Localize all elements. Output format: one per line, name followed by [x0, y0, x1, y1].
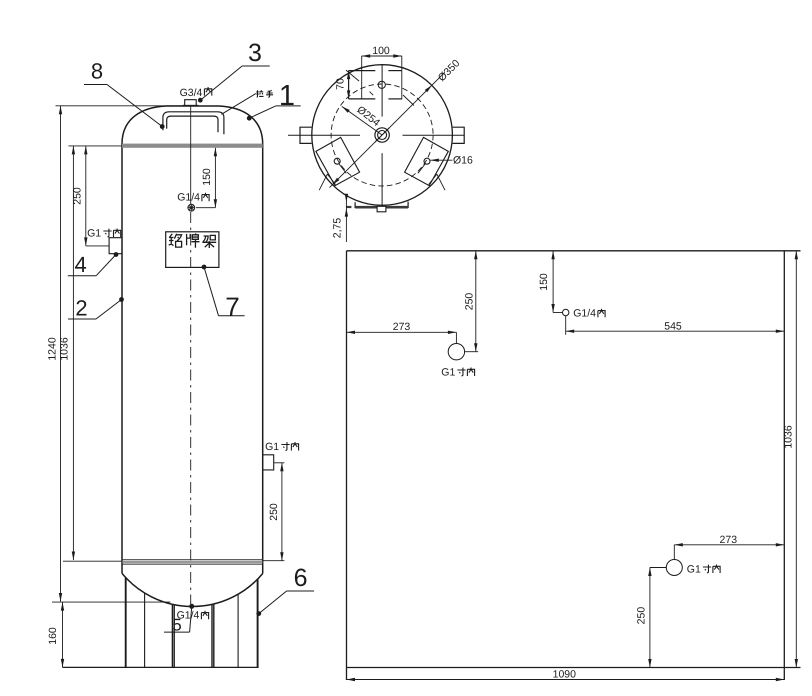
svg-text:100: 100 — [372, 45, 390, 57]
svg-text:1036: 1036 — [59, 337, 71, 361]
svg-text:1240: 1240 — [46, 337, 58, 361]
svg-text:1036: 1036 — [783, 425, 795, 449]
svg-text:Ø16: Ø16 — [453, 155, 473, 167]
svg-text:7: 7 — [225, 292, 239, 322]
svg-text:545: 545 — [664, 321, 682, 333]
svg-text:250: 250 — [72, 187, 84, 205]
svg-text:Ø350: Ø350 — [436, 57, 463, 84]
svg-text:250: 250 — [636, 607, 648, 625]
svg-text:G1: G1 — [687, 564, 701, 576]
svg-text:3: 3 — [248, 39, 262, 67]
svg-text:5: 5 — [172, 616, 181, 635]
svg-text:273: 273 — [393, 321, 411, 333]
svg-text:6: 6 — [294, 564, 308, 592]
svg-text:250: 250 — [268, 503, 280, 521]
svg-text:150: 150 — [201, 168, 213, 186]
svg-text:G1/4: G1/4 — [177, 610, 200, 622]
svg-text:G1: G1 — [441, 367, 455, 379]
svg-text:1090: 1090 — [553, 669, 577, 681]
svg-text:8: 8 — [91, 59, 103, 84]
svg-text:4: 4 — [74, 252, 86, 277]
svg-text:G3/4: G3/4 — [180, 87, 203, 99]
svg-text:250: 250 — [464, 293, 476, 311]
svg-text:160: 160 — [47, 627, 59, 645]
svg-text:G1/4: G1/4 — [573, 308, 596, 320]
svg-text:273: 273 — [720, 534, 738, 546]
svg-text:70: 70 — [335, 78, 347, 90]
svg-text:G1/4: G1/4 — [177, 192, 200, 204]
svg-text:150: 150 — [538, 273, 550, 291]
svg-text:1: 1 — [279, 80, 295, 112]
svg-text:2: 2 — [75, 296, 87, 321]
svg-text:G1: G1 — [87, 228, 101, 240]
svg-text:G1: G1 — [265, 441, 279, 453]
svg-text:2,75: 2,75 — [332, 218, 344, 239]
